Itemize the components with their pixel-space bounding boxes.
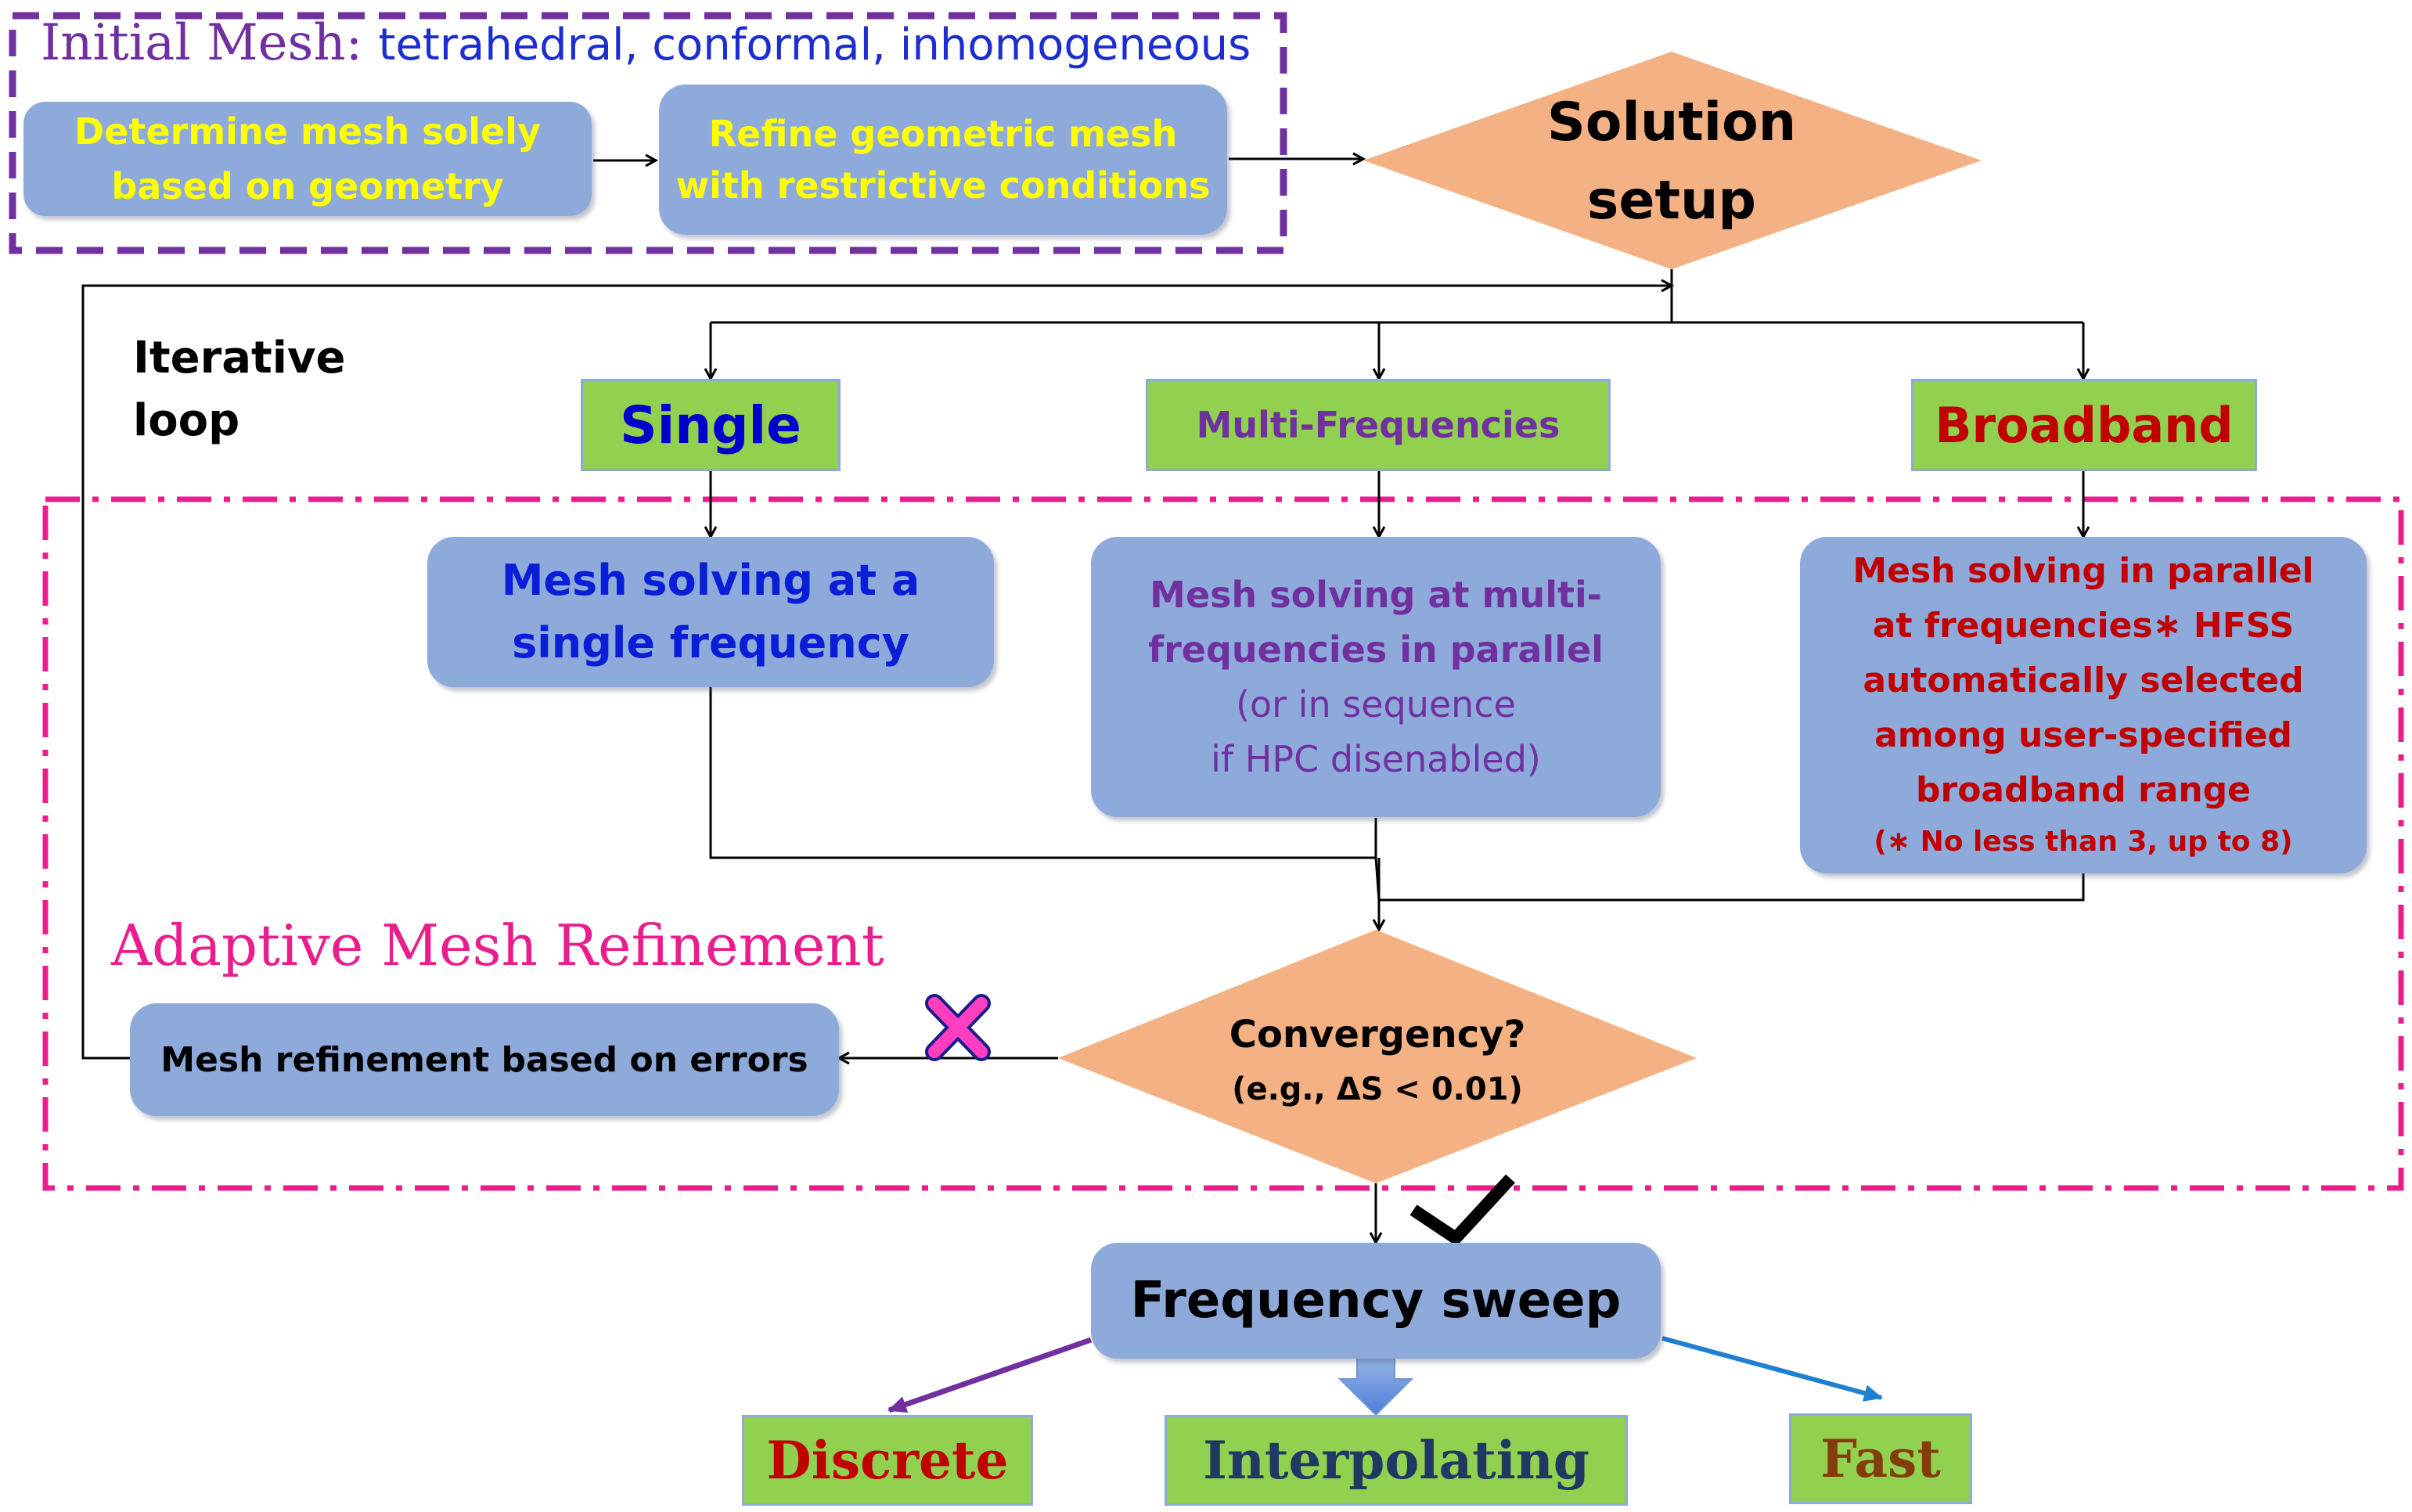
fast-sweep-box: Fast (1789, 1413, 1972, 1504)
single-solving-line-1: Mesh solving at a (501, 556, 920, 605)
refine-geometric-line-2: with restrictive conditions (675, 164, 1211, 207)
discrete-sweep-box: Discrete (742, 1415, 1033, 1506)
single-solving-line-2: single frequency (512, 618, 909, 668)
determine-mesh-box: Determine mesh solely based on geometry (23, 102, 592, 216)
broadband-solving-box: Mesh solving in parallel at frequencies∗… (1800, 537, 2367, 873)
convergency-question: Convergency? (1229, 1013, 1526, 1057)
initial-mesh-label: Initial Mesh: (41, 14, 363, 72)
iterative-loop-label: Iterative loop (133, 327, 345, 452)
initial-mesh-description: tetrahedral, conformal, inhomogeneous (378, 20, 1251, 70)
solution-setup-line-2: setup (1586, 170, 1757, 232)
single-mode-box: Single (581, 379, 841, 471)
mesh-refinement-label: Mesh refinement based on errors (160, 1039, 808, 1080)
mesh-refinement-box: Mesh refinement based on errors (130, 1003, 839, 1116)
adaptive-refinement-frame (42, 496, 2404, 1191)
arrow-to-interpolating (1337, 1348, 1414, 1417)
setup-branch-lines (711, 269, 2083, 324)
discrete-sweep-label: Discrete (766, 1430, 1009, 1491)
broadband-solving-note: (∗ No less than 3, up to 8) (1874, 826, 2293, 858)
multi-frequencies-mode-label: Multi-Frequencies (1196, 404, 1561, 446)
interpolating-sweep-box: Interpolating (1165, 1415, 1628, 1506)
refine-geometric-mesh-box: Refine geometric mesh with restrictive c… (659, 85, 1227, 235)
multi-solving-box: Mesh solving at multi- frequencies in pa… (1091, 537, 1661, 817)
single-mode-label: Single (620, 394, 801, 455)
determine-mesh-line-2: based on geometry (111, 165, 504, 207)
multi-solving-line-1: Mesh solving at multi- (1150, 574, 1602, 616)
x-mark-icon (925, 994, 991, 1061)
convergency-example: (e.g., ΔS < 0.01) (1232, 1071, 1523, 1107)
broadband-solving-line-1: Mesh solving in parallel (1852, 551, 2314, 591)
iterative-loop-line-2: loop (133, 395, 240, 446)
frequency-sweep-box: Frequency sweep (1091, 1243, 1661, 1359)
solution-setup-diamond (1363, 52, 1982, 269)
single-solving-box: Mesh solving at a single frequency (427, 537, 994, 687)
multi-frequencies-mode-box: Multi-Frequencies (1146, 379, 1611, 471)
broadband-solving-line-2: at frequencies∗ HFSS (1872, 606, 2295, 646)
broadband-solving-line-5: broadband range (1916, 770, 2251, 810)
refine-geometric-line-1: Refine geometric mesh (708, 113, 1178, 155)
initial-mesh-heading: Initial Mesh: tetrahedral, conformal, in… (41, 14, 1251, 72)
check-mark-icon (1409, 1174, 1515, 1247)
broadband-solving-line-3: automatically selected (1863, 661, 2304, 700)
broadband-mode-label: Broadband (1935, 396, 2234, 454)
convergency-label: Convergency? (e.g., ΔS < 0.01) (1174, 1003, 1581, 1121)
adaptive-refinement-label: Adaptive Mesh Refinement (111, 913, 884, 978)
solution-setup-label: Solution setup (1481, 78, 1863, 246)
arrow-to-discrete (887, 1337, 1093, 1413)
multi-solving-line-2: frequencies in parallel (1148, 628, 1604, 671)
iterative-loop-line-1: Iterative (133, 333, 346, 383)
multi-solving-note-line-2: if HPC disenabled) (1211, 738, 1541, 780)
broadband-solving-line-4: among user-specified (1874, 715, 2292, 755)
convergency-diamond (1058, 930, 1697, 1183)
arrow-to-fast (1661, 1336, 1883, 1402)
iterative-loop-line (81, 286, 1672, 1060)
determine-mesh-line-1: Determine mesh solely (74, 110, 541, 153)
multi-solving-note-line-1: (or in sequence (1236, 683, 1516, 725)
broadband-mode-box: Broadband (1911, 379, 2257, 471)
fast-sweep-label: Fast (1820, 1428, 1941, 1489)
frequency-sweep-label: Frequency sweep (1130, 1272, 1622, 1330)
initial-mesh-frame (9, 12, 1287, 254)
solution-setup-line-1: Solution (1546, 92, 1797, 153)
interpolating-sweep-label: Interpolating (1203, 1430, 1589, 1491)
